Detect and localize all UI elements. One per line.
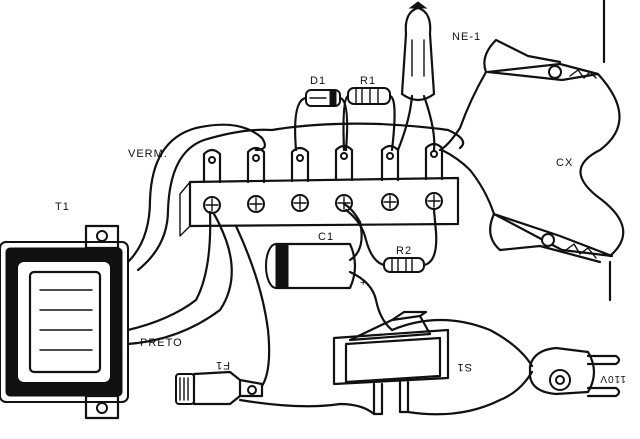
label-preto: PRETO bbox=[140, 337, 183, 349]
label-verm: VERM. bbox=[128, 148, 168, 160]
crocodile-clip-top bbox=[438, 38, 600, 152]
label-ne1: NE-1 bbox=[452, 31, 481, 43]
wiring bbox=[126, 122, 534, 416]
label-t1: T1 bbox=[55, 201, 70, 213]
resistor-r1 bbox=[342, 87, 396, 152]
label-r2: R2 bbox=[396, 245, 412, 257]
cx-test-object bbox=[579, 0, 625, 302]
terminal-strip bbox=[179, 142, 460, 237]
power-plug bbox=[528, 346, 621, 398]
label-r1: R1 bbox=[360, 75, 376, 87]
fuse-holder-f1 bbox=[175, 370, 264, 406]
label-s1: S1 bbox=[457, 361, 472, 373]
crocodile-clip-bottom bbox=[440, 148, 614, 264]
transformer-t1 bbox=[0, 224, 129, 420]
switch-s1 bbox=[332, 310, 450, 416]
label-d1: D1 bbox=[310, 75, 326, 87]
label-voltage: 110V bbox=[599, 373, 626, 384]
diode-d1 bbox=[294, 89, 349, 152]
resistor-r2 bbox=[344, 208, 438, 273]
label-c1: C1 bbox=[318, 231, 334, 243]
label-plus: + bbox=[360, 277, 367, 289]
label-cx: CX bbox=[556, 157, 573, 169]
neon-lamp-ne1 bbox=[396, 1, 436, 152]
capacitor-c1 bbox=[265, 202, 394, 332]
label-f1: F1 bbox=[215, 359, 230, 371]
labels: T1 VERM. D1 R1 NE-1 CX C1 R2 + PRETO F1 … bbox=[55, 31, 626, 384]
